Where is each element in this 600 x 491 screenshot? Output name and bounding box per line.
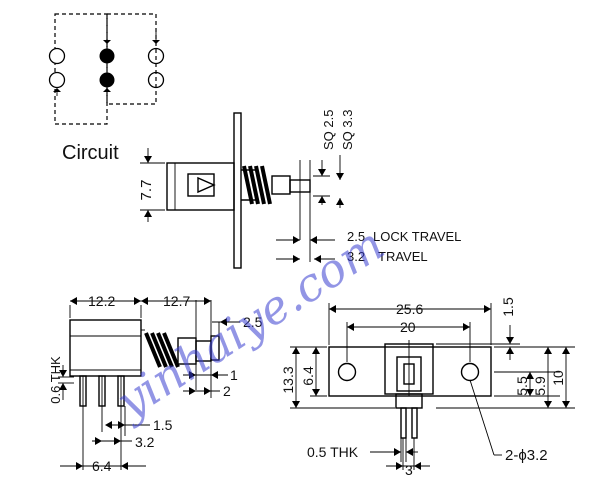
- dim-3-2: 3.2: [135, 434, 155, 450]
- mount-hole-right: [460, 362, 480, 382]
- watermark: yinhaiye.com: [105, 217, 394, 431]
- dim-0-6-thk: 0.6 THK: [48, 356, 63, 404]
- dim-12-2: 12.2: [88, 293, 115, 309]
- indicator-window: [187, 173, 215, 197]
- dim-2: 2: [223, 383, 231, 399]
- dim-1: 1: [230, 367, 238, 383]
- dim-1-5-right: 1.5: [500, 297, 516, 317]
- dim-10: 10: [550, 370, 566, 386]
- pin-right: [411, 407, 418, 439]
- top-view: 25.6 20 1.5 13.3 6.4 5.5: [280, 297, 575, 478]
- switch-body: [166, 162, 235, 211]
- front-side-view: 12.2 12.7 2.5 0.6 THK 1 2 1.5: [48, 293, 263, 474]
- terminal-common-1: [99, 48, 115, 64]
- direction-arrow-icon: [197, 176, 216, 194]
- circuit-switch-outline: [54, 13, 108, 125]
- pin-base: [395, 393, 423, 409]
- dim-5-5: 5.5: [514, 376, 530, 396]
- dim-0-5-thk: 0.5 THK: [307, 444, 359, 460]
- circuit-switch-outline-2: [106, 13, 157, 105]
- left-spring: [144, 332, 180, 368]
- mounting-plate: [233, 112, 242, 269]
- dim-hole: 2-ϕ3.2: [505, 447, 548, 464]
- travel-label: TRAVEL: [378, 249, 428, 264]
- lock-travel-label: LOCK TRAVEL: [373, 229, 461, 244]
- plunger-base: [271, 175, 291, 195]
- dim-1-5: 1.5: [153, 417, 173, 433]
- dim-6-4-right: 6.4: [300, 366, 316, 386]
- spring: [241, 165, 272, 205]
- mount-hole-left: [337, 362, 357, 382]
- dim-6-4: 6.4: [92, 458, 112, 474]
- dim-5-9: 5.9: [532, 376, 548, 396]
- flange: [328, 346, 492, 397]
- terminal-open-1: [48, 47, 66, 65]
- terminal-open-2: [48, 71, 66, 89]
- dim-2-5: 2.5: [243, 314, 263, 330]
- circuit-diagram: Circuit: [48, 13, 165, 164]
- dim-sq-2-5: SQ 2.5: [321, 110, 336, 150]
- side-view: 7.7 SQ 2.5 SQ 3.3 2.5 LOCK TRAVEL 3.2 TR…: [138, 110, 461, 269]
- pin-left: [400, 407, 407, 439]
- lock-travel-value: 2.5: [347, 229, 365, 244]
- dim-25-6: 25.6: [396, 301, 423, 317]
- dim-height-7-7: 7.7: [138, 180, 155, 201]
- dim-12-7: 12.7: [163, 293, 190, 309]
- dim-13-3: 13.3: [280, 366, 296, 393]
- travel-value: 3.2: [347, 249, 365, 264]
- dim-20: 20: [400, 319, 416, 335]
- dim-sq-3-3: SQ 3.3: [340, 110, 355, 150]
- circuit-label: Circuit: [62, 142, 119, 164]
- dim-3: 3: [405, 462, 413, 478]
